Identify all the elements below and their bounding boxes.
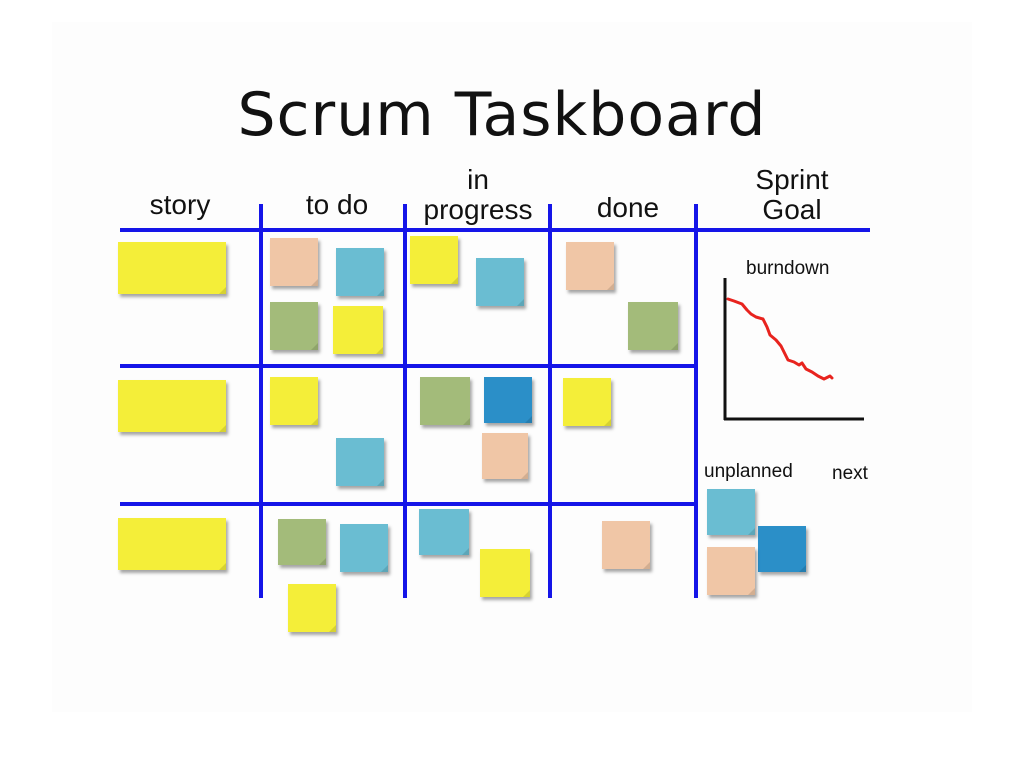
task-note[interactable] [278,519,326,565]
header-in-progress-line2: progress [423,194,533,225]
burndown-chart [723,278,864,421]
task-note[interactable] [476,258,524,306]
unplanned-note[interactable] [707,547,755,595]
task-note[interactable] [336,248,384,296]
unplanned-note[interactable] [707,489,755,535]
task-note[interactable] [628,302,678,350]
story-card[interactable] [118,518,226,570]
task-note[interactable] [484,377,532,423]
unplanned-label: unplanned [704,461,793,482]
header-in-progress: in progress [405,165,551,225]
task-note[interactable] [602,521,650,569]
board-title: Scrum Taskboard [237,80,767,150]
task-note[interactable] [270,302,318,350]
column-divider-2 [403,204,407,598]
task-note[interactable] [288,584,336,632]
header-todo: to do [282,190,392,220]
row-divider-1 [120,364,698,368]
task-note[interactable] [270,238,318,286]
column-divider-3 [548,204,552,598]
task-note[interactable] [336,438,384,486]
header-divider-line [120,228,870,232]
task-note[interactable] [482,433,528,479]
task-note[interactable] [566,242,614,290]
burndown-label: burndown [746,258,830,279]
header-done: done [578,193,678,223]
header-sprint-goal-line2: Goal [762,194,822,225]
task-note[interactable] [563,378,611,426]
header-in-progress-line1: in [467,164,489,195]
task-note[interactable] [410,236,458,284]
header-done-label: done [596,192,660,223]
header-sprint-goal: Sprint Goal [722,165,862,225]
burndown-trend [726,297,834,381]
story-card[interactable] [118,380,226,432]
header-sprint-goal-line1: Sprint [755,164,829,195]
task-note[interactable] [420,377,470,425]
story-card[interactable] [118,242,226,294]
unplanned-note[interactable] [758,526,806,572]
task-note[interactable] [419,509,469,555]
task-note[interactable] [340,524,388,572]
column-divider-1 [259,204,263,598]
task-note[interactable] [480,549,530,597]
task-note[interactable] [270,377,318,425]
task-note[interactable] [333,306,383,354]
header-story-label: story [149,189,211,220]
header-todo-label: to do [305,189,369,220]
row-divider-2 [120,502,698,506]
next-label: next [832,463,868,484]
header-story: story [130,190,230,220]
column-divider-4 [694,204,698,598]
